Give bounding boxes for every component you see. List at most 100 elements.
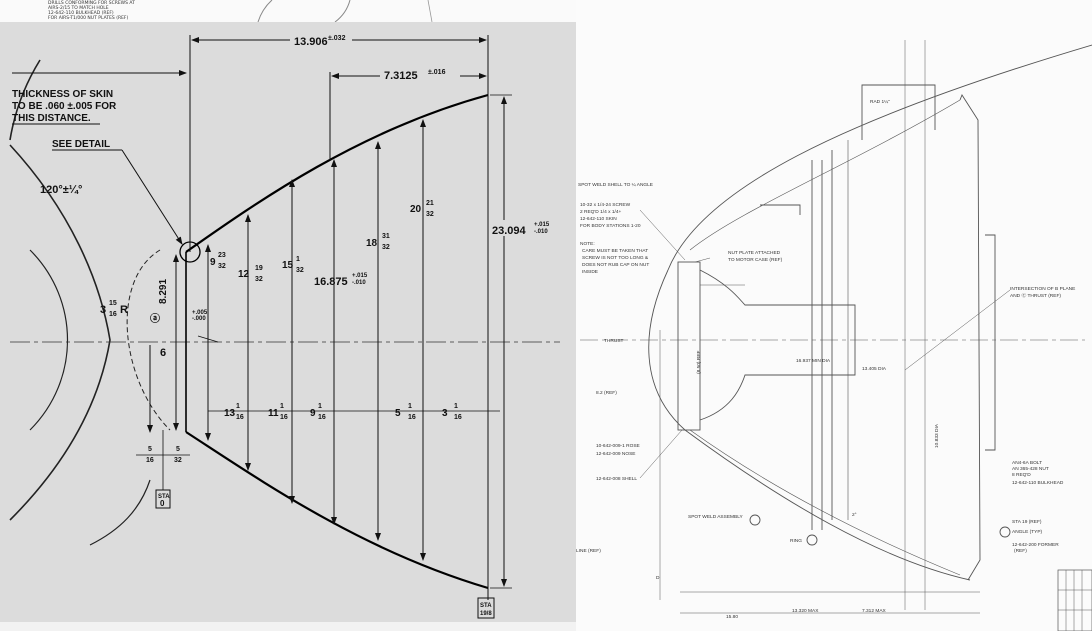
dim-d2-num: 23 (218, 252, 226, 259)
ogive-inner-upper (689, 99, 961, 251)
motor-cap (677, 261, 701, 431)
bulkhead-arc-top (9, 59, 41, 141)
sp1-num: 1 (236, 403, 240, 410)
dim-overall-length-tol: ±.032 (328, 35, 346, 42)
radius-whole: 3 (100, 304, 106, 316)
see-detail-label: SEE DETAIL (52, 139, 110, 150)
dim-label-bg-3 (490, 220, 560, 236)
dim-d4-num: 1 (296, 256, 300, 263)
spotweld-note: SPOT WELD SHELL TO ¼ ANGLE (578, 182, 653, 188)
former-note-1: 12-642-200 FORMER (1012, 542, 1059, 548)
former-note-2: (REF) (1014, 548, 1027, 554)
nose-cone-profile-drawing: 13.906 ±.032 7.3125 ±.016 THICKNESS OF S… (0, 22, 576, 622)
screw-note-3: 12-642-110 SKIN (580, 216, 617, 222)
part-nose: 12-642-009 NOSE (596, 451, 635, 457)
bulkhead-note: 12-642-110 BULKHEAD (1012, 480, 1064, 486)
ring-label: RING (790, 538, 802, 544)
nut-plate-2: TO MOTOR CASE (REF) (728, 257, 783, 263)
ogive-inner-lower (689, 429, 961, 576)
callout-circle-2 (806, 534, 818, 546)
leader-screw (639, 209, 686, 261)
sp2-whole: 11 (268, 408, 279, 419)
thrust-label: THRUST (604, 338, 624, 344)
dim-d7-whole: 20 (410, 204, 422, 215)
radius-num: 15 (109, 300, 117, 307)
angle-ref: ANGLE (TYP) (1012, 529, 1043, 535)
frac-a-num: 5 (148, 446, 152, 453)
sta-ref: STA 19 (REF) (1012, 519, 1042, 525)
header-notes-strip: DRILLS CONFORMING FOR SCREWS AT AIRS-2/1… (0, 0, 576, 22)
dim-d2-den: 32 (218, 263, 226, 270)
sp5-num: 1 (454, 403, 458, 410)
bolt-note-1: AN4-6A BOLT (1012, 460, 1042, 466)
dim-upper-length-tol: ±.016 (428, 69, 446, 76)
dim-d8-tol-minus: -.010 (534, 229, 548, 235)
right-drawing-svg: RAD 1¼" SPOT WELD SHELL TO ¼ ANGLE 10-32… (576, 40, 1092, 631)
plate-detail (760, 204, 801, 215)
dim-8291-tol-plus: +.005 (192, 310, 208, 316)
sp5-whole: 3 (442, 408, 448, 419)
header-notes-svg: DRILLS CONFORMING FOR SCREWS AT AIRS-2/1… (48, 0, 433, 22)
partial-circle-arc-2 (334, 0, 351, 22)
cone-profile-upper (185, 93, 489, 253)
dim-d6-whole: 18 (366, 238, 378, 249)
part-shell: 12-642-008 SHELL (596, 476, 637, 482)
header-note-line3: 12-642-110 BULKHEAD (REF) (48, 10, 114, 16)
circle-a-leader (197, 335, 219, 343)
bulkhead-lower-arc (89, 479, 151, 546)
leader-nut-plate (694, 257, 711, 263)
line-ref: LINE (REF) (576, 548, 601, 554)
note-line-3: DOES NOT RUB CAP ON NUT (582, 262, 649, 268)
dim-d7-num: 21 (426, 200, 434, 207)
sp5-den: 16 (454, 414, 462, 421)
screw-note-2: 2 REQ'D 1/4 x 1/4+ (580, 209, 622, 215)
dim-side: (8.50) REF (696, 350, 702, 374)
dim-label-bg (290, 32, 352, 46)
partial-circle-arc (257, 0, 273, 22)
radius-suffix: R (120, 304, 128, 316)
title-block (1057, 569, 1092, 631)
bottom-dim-2: 13.320 MAX (792, 608, 819, 614)
sta-box-start (155, 489, 171, 509)
callout-circle-1 (749, 514, 761, 526)
ogive-outer-upper (667, 44, 1092, 271)
note-title: NOTE: (580, 241, 595, 247)
aft-flange (985, 234, 996, 451)
sp3-num: 1 (318, 403, 322, 410)
bolt-note-3: 8 REQ'D (1012, 472, 1031, 478)
sp2-num: 1 (280, 403, 284, 410)
dim-d8-tol-plus: +.015 (534, 222, 550, 228)
dim-8291-tol-minus: -.000 (192, 316, 206, 322)
dim-vert: 10.833 DIA (934, 423, 940, 448)
intersection-note-1: INTERSECTION OF B PLANE (1010, 286, 1075, 292)
dim-d3-den: 32 (255, 276, 263, 283)
dim-d3-whole: 12 (238, 269, 250, 280)
dim-label-bg-2 (380, 66, 460, 80)
bottom-dim-3: 7.312 MAX (862, 608, 887, 614)
sp4-num: 1 (408, 403, 412, 410)
ogive-outer-lower (648, 269, 971, 581)
note-line-2: SCREW IS NOT TOO LONG & (582, 255, 649, 261)
sp4-whole: 5 (395, 408, 401, 419)
see-detail-leader (121, 149, 183, 245)
sta-box-end (477, 597, 495, 619)
dim-d3-num: 19 (255, 265, 263, 272)
bottom-dim-1: 15.80 (726, 614, 738, 620)
dim-d7-den: 32 (426, 211, 434, 218)
frac-a-den: 16 (146, 457, 154, 464)
sp2-den: 16 (280, 414, 288, 421)
dim-d8: 23.094 (492, 225, 527, 237)
part-rose: 10-642-009-1 ROSE (596, 443, 640, 449)
angle-2deg: 2° (852, 512, 857, 518)
screw-note-1: 10-32 x 1/4-24 SCREW (580, 202, 631, 208)
dim-center: 16.937 MIN DIA (796, 358, 831, 364)
callout-circle-3 (999, 526, 1011, 538)
bolt-note-2: AN 365-428 NUT (1012, 466, 1049, 472)
dim-r: 13.405 DIA (862, 366, 887, 372)
sp1-den: 16 (236, 414, 244, 421)
dim-upper-length: 7.3125 (384, 70, 418, 82)
radius-den: 16 (109, 311, 117, 318)
sp4-den: 16 (408, 414, 416, 421)
dim-8291: 8.291 (158, 279, 169, 304)
sta-start-top: STA (158, 494, 170, 500)
